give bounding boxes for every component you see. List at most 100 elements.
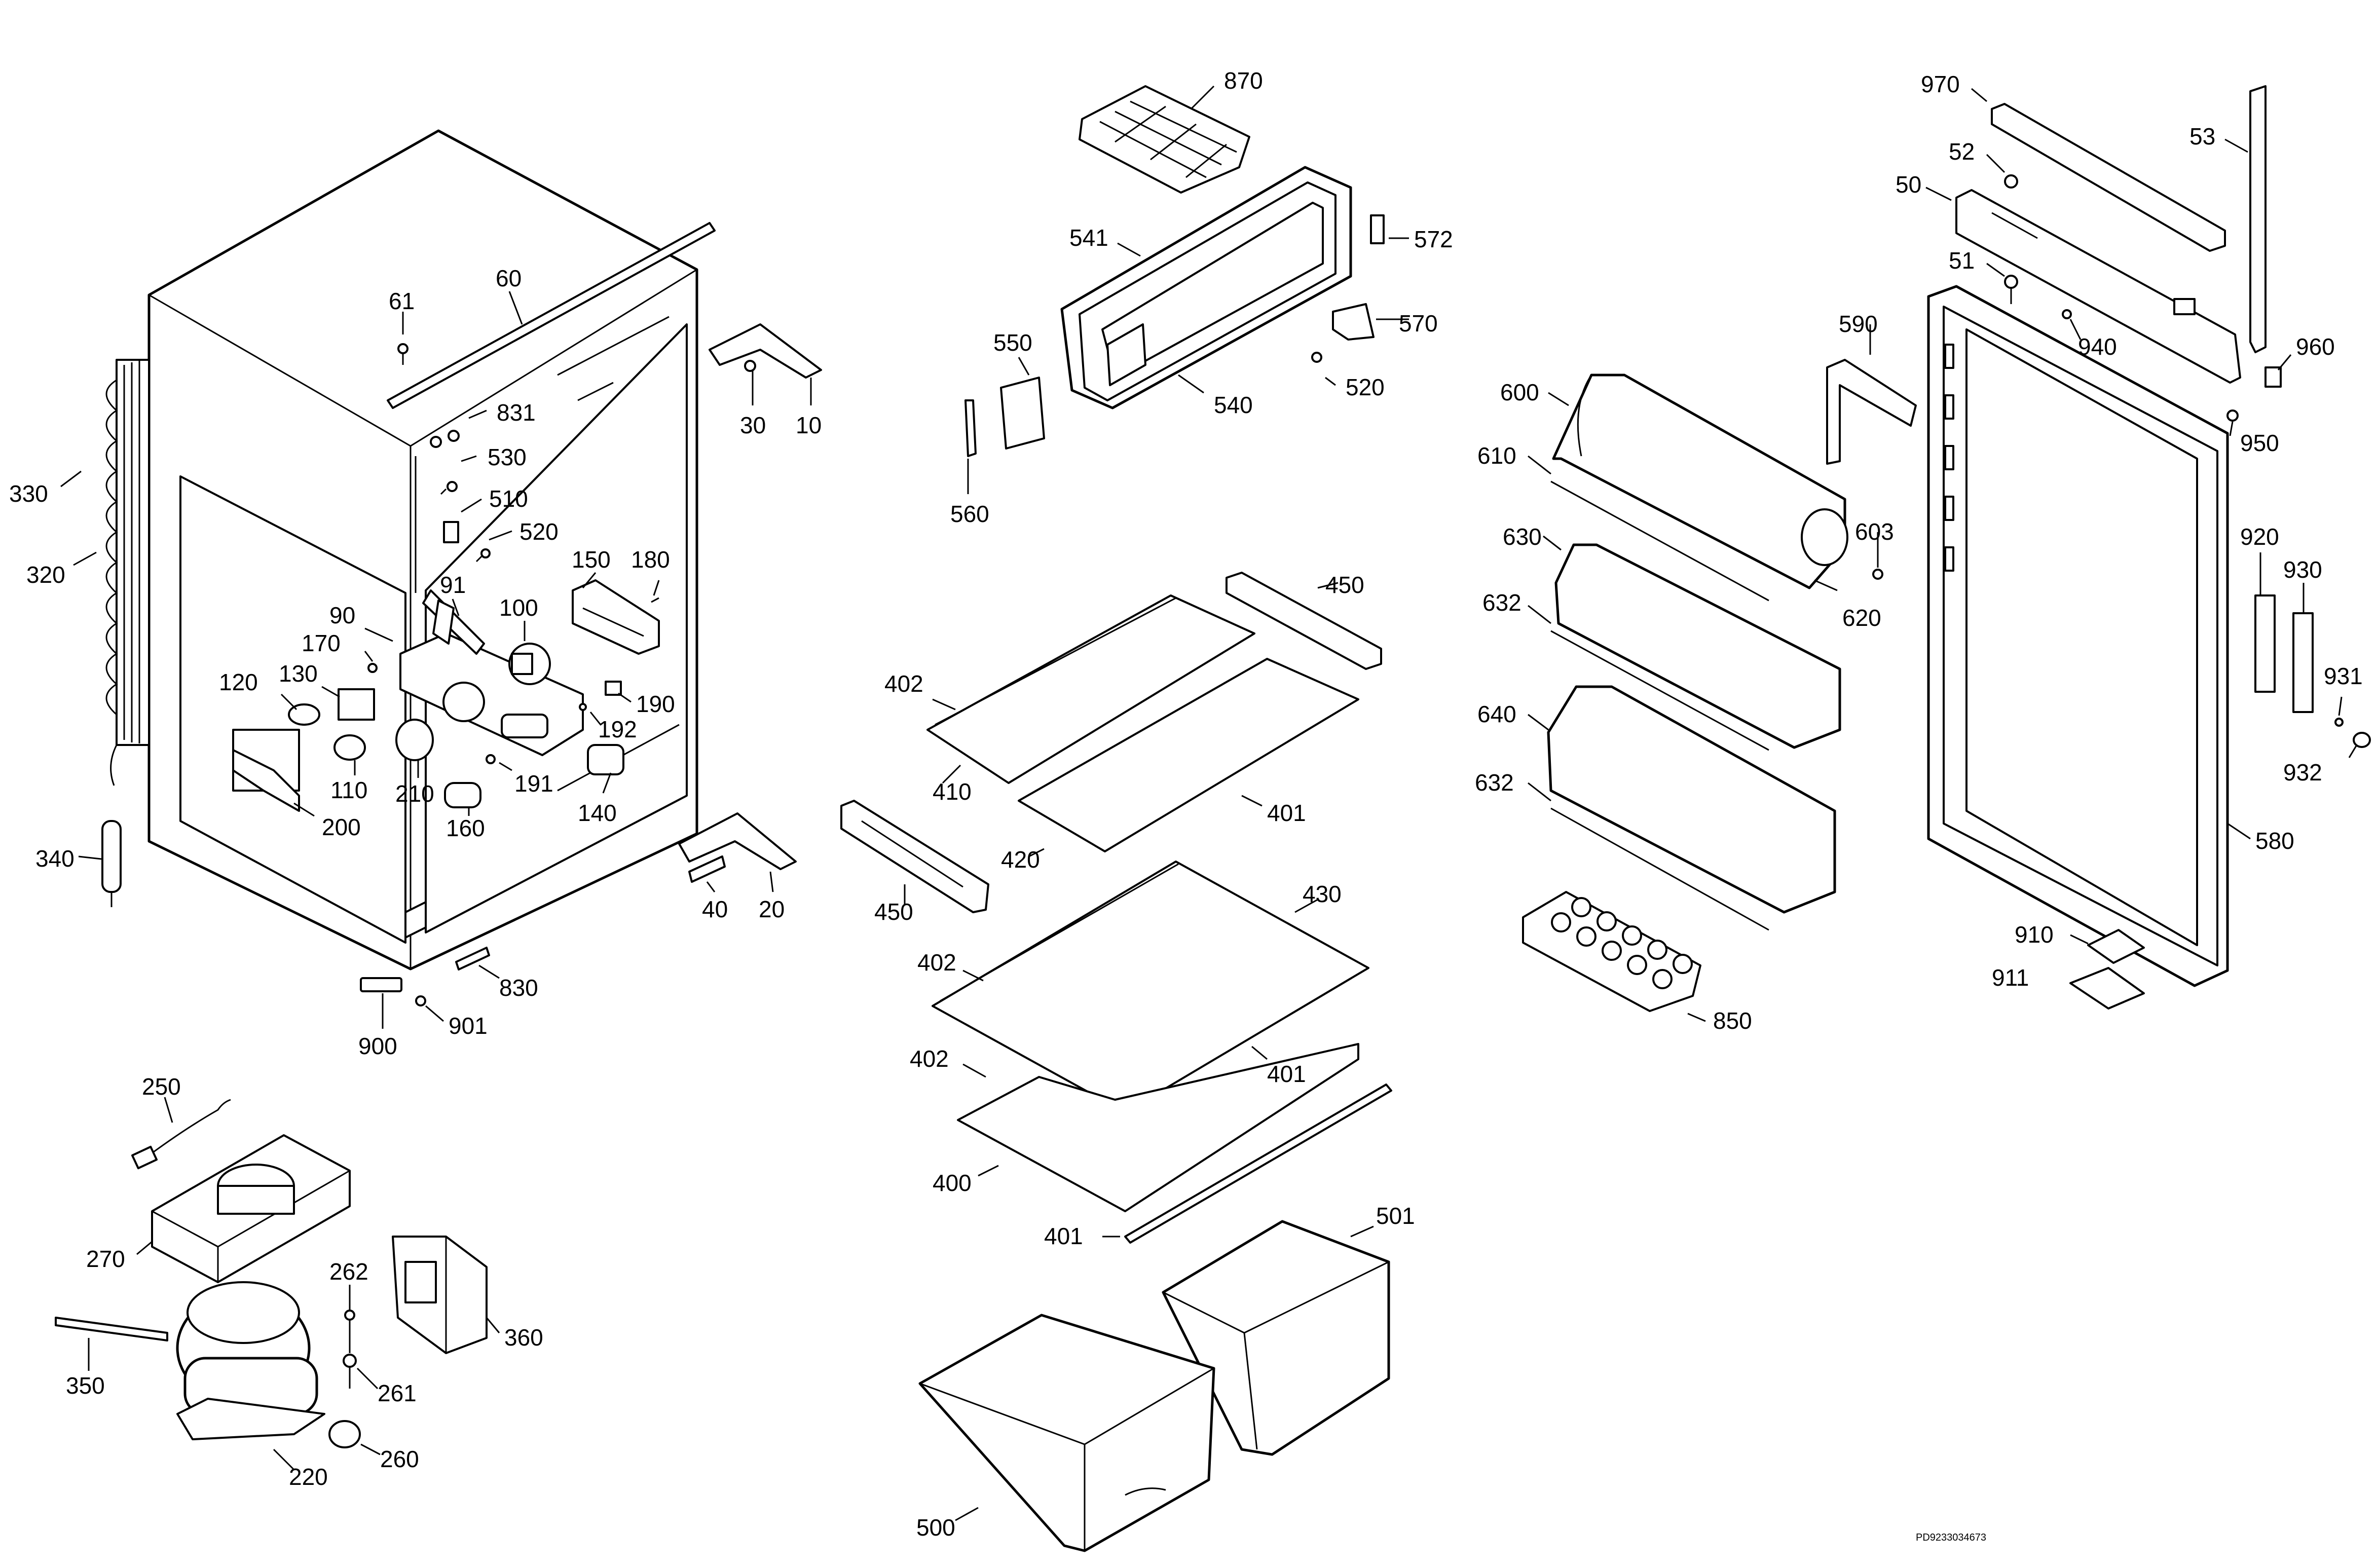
- callout-572: 572: [1414, 226, 1453, 252]
- glass-shelf-lower: [1018, 658, 1359, 852]
- filter-drier-part: [101, 820, 122, 907]
- upper-hinge-part: [709, 323, 822, 379]
- callout-603: 603: [1855, 518, 1894, 545]
- compressor-fasteners: [328, 1310, 361, 1448]
- callout-632-lower: 632: [1475, 769, 1514, 796]
- door-hinge-910-911: [2069, 929, 2145, 1010]
- callout-932: 932: [2283, 759, 2322, 786]
- cabinet-screws: [397, 343, 491, 563]
- callout-350: 350: [66, 1372, 105, 1399]
- callout-30: 30: [740, 412, 766, 438]
- door-panel: [1927, 285, 2229, 987]
- callout-920: 920: [2240, 524, 2279, 550]
- thermostat-housing: [399, 579, 660, 756]
- callout-500: 500: [916, 1514, 955, 1541]
- callout-540: 540: [1214, 392, 1253, 418]
- callout-530: 530: [488, 444, 527, 470]
- callout-401-upper: 401: [1267, 800, 1306, 826]
- callout-200: 200: [322, 814, 361, 840]
- callout-91: 91: [440, 572, 466, 598]
- egg-tray-850: [1522, 891, 1701, 1012]
- ice-tray: [1079, 85, 1250, 194]
- callout-960: 960: [2296, 333, 2335, 360]
- shelf-rail-450-top: [1226, 572, 1382, 670]
- callout-870: 870: [1224, 67, 1263, 94]
- callout-90: 90: [329, 602, 355, 628]
- power-cord: [131, 1099, 231, 1170]
- callout-570: 570: [1399, 310, 1438, 337]
- trim-strip-632a: [1550, 630, 1769, 751]
- callout-610: 610: [1477, 442, 1516, 469]
- trim-strip-610: [1550, 480, 1769, 602]
- condenser-coil: [105, 359, 150, 786]
- callout-10: 10: [796, 412, 822, 438]
- callout-110: 110: [330, 777, 367, 803]
- callout-831: 831: [497, 399, 536, 426]
- dairy-compartment-600: [1552, 374, 1848, 589]
- callout-940: 940: [2078, 333, 2117, 360]
- callout-541: 541: [1069, 225, 1108, 251]
- callout-320: 320: [26, 562, 65, 588]
- callout-220: 220: [289, 1464, 328, 1490]
- callout-130: 130: [279, 660, 318, 687]
- callout-270: 270: [86, 1246, 125, 1272]
- callout-402-upper: 402: [884, 670, 923, 697]
- callout-20: 20: [759, 896, 785, 922]
- callout-520-cabinet: 520: [519, 518, 559, 545]
- callout-140: 140: [578, 800, 617, 826]
- glass-shelf-upper: [926, 594, 1255, 784]
- callout-410: 410: [933, 778, 972, 805]
- callout-160: 160: [446, 815, 485, 841]
- callout-360: 360: [504, 1324, 543, 1351]
- callout-261: 261: [378, 1380, 417, 1406]
- freezer-door: [1060, 166, 1352, 409]
- callout-61: 61: [389, 288, 415, 314]
- cabinet-group: [55, 129, 822, 1448]
- callout-262: 262: [329, 1258, 368, 1285]
- callout-550: 550: [993, 329, 1032, 356]
- small-components: [232, 597, 659, 812]
- freezer-door-group: [840, 85, 1392, 1552]
- hinge-plate-50: [1955, 189, 2241, 384]
- compressor-tube: [55, 1317, 168, 1341]
- callout-450-side: 450: [874, 899, 913, 925]
- callout-191: 191: [514, 770, 553, 797]
- lower-hinge-part: [678, 812, 797, 883]
- callout-501: 501: [1376, 1203, 1415, 1229]
- callout-401-lower: 401: [1044, 1223, 1083, 1249]
- callout-50: 50: [1896, 171, 1921, 198]
- freezer-door-parts: [964, 214, 1385, 457]
- callout-630: 630: [1503, 524, 1542, 550]
- callout-190: 190: [636, 691, 675, 717]
- callout-120: 120: [219, 669, 258, 695]
- door-bin-640: [1547, 685, 1836, 914]
- callout-600: 600: [1500, 379, 1539, 405]
- callout-100: 100: [499, 594, 538, 621]
- callout-901: 901: [449, 1013, 488, 1039]
- drawing-code: PD9233034673: [1916, 1532, 1986, 1543]
- callout-52: 52: [1949, 138, 1975, 165]
- door-strip-53: [2249, 85, 2267, 353]
- callout-911: 911: [1992, 964, 2029, 991]
- callout-900: 900: [358, 1033, 397, 1059]
- callout-830: 830: [499, 975, 538, 1001]
- upper-bin-590: [1826, 359, 1917, 465]
- callout-930: 930: [2283, 556, 2322, 583]
- callout-53: 53: [2189, 123, 2215, 150]
- callout-150: 150: [572, 546, 611, 573]
- callout-340: 340: [35, 845, 75, 872]
- callout-420: 420: [1001, 846, 1040, 873]
- crisper-500: [918, 1314, 1215, 1552]
- cabinet-body: [147, 129, 716, 970]
- callout-590: 590: [1839, 311, 1878, 337]
- callout-450-top: 450: [1325, 572, 1364, 598]
- callout-402-middle: 402: [917, 949, 956, 976]
- door-handle-bar-970: [1991, 103, 2226, 252]
- callout-40: 40: [702, 896, 728, 922]
- compressor-support: [151, 1134, 351, 1283]
- callout-51: 51: [1949, 247, 1975, 274]
- callout-950: 950: [2240, 430, 2279, 456]
- callout-401-middle: 401: [1267, 1061, 1306, 1087]
- callout-970: 970: [1921, 71, 1960, 97]
